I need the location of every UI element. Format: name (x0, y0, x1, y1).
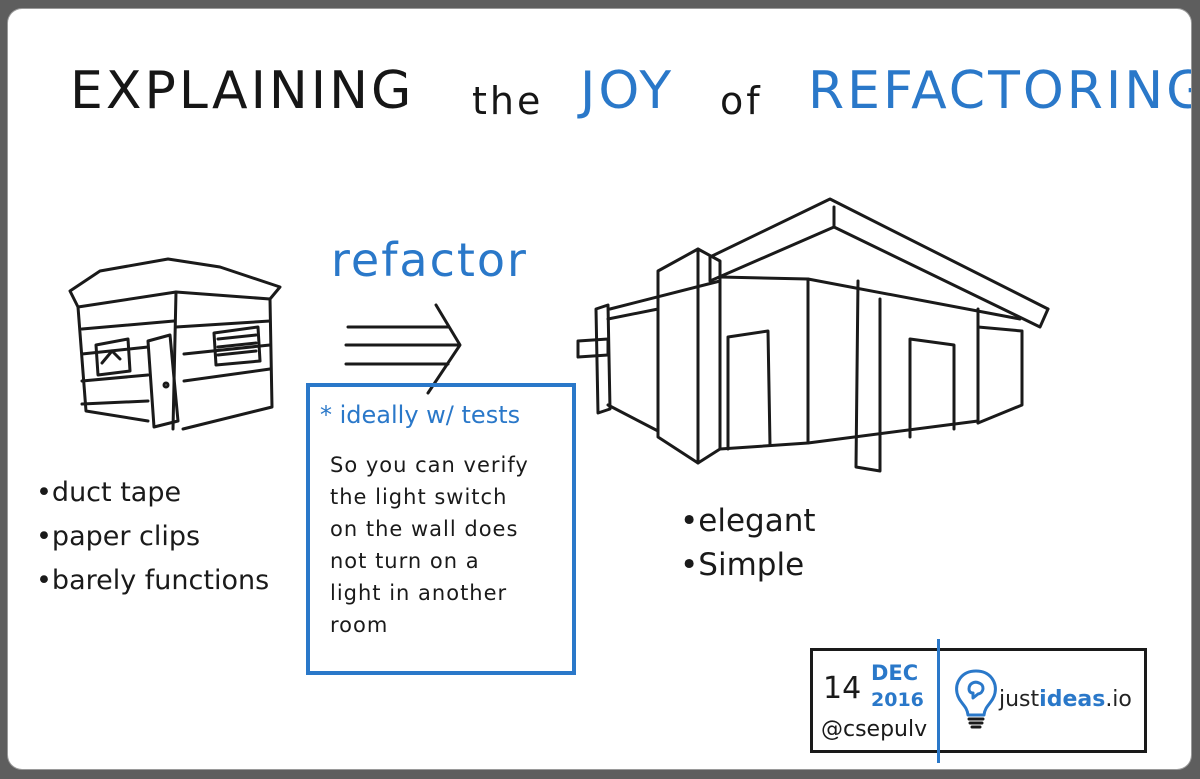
bullet-duct-tape: •duct tape (36, 477, 182, 508)
shack-bullets: •duct tape •paper clips •barely function… (36, 471, 269, 603)
page-title: EXPLAINING the JOY of REFACTORING (70, 61, 1191, 141)
note-line: on the wall does (330, 517, 519, 541)
title-part-explaining: EXPLAINING (70, 61, 415, 121)
note-line: light in another (330, 581, 508, 605)
note-line: not turn on a (330, 549, 480, 573)
author-handle: @csepulv (821, 717, 928, 742)
brand-prefix: just (999, 687, 1040, 712)
lightbulb-icon (955, 669, 997, 729)
note-line: So you can verify (330, 453, 529, 477)
bullet-barely-functions: •barely functions (36, 565, 270, 596)
stamp-divider (937, 639, 940, 763)
title-part-joy: JOY (580, 61, 675, 121)
note-body: So you can verify the light switch on th… (330, 449, 575, 641)
stamp-month: DEC (871, 661, 919, 685)
title-part-refactoring: REFACTORING (808, 61, 1191, 121)
title-part-of: of (720, 79, 763, 123)
bullet-simple: •Simple (680, 547, 805, 583)
stamp-day: 14 (823, 671, 862, 706)
note-line: room (330, 613, 389, 637)
shack-drawing (68, 257, 282, 431)
tests-note: * ideally w/ tests So you can verify the… (306, 383, 576, 675)
date-author-stamp: 14 DEC 2016 @csepulv justideas.io (810, 639, 1147, 763)
building-bullets: •elegant •Simple (680, 499, 816, 587)
brand-suffix: .io (1105, 687, 1132, 712)
note-heading: * ideally w/ tests (320, 401, 521, 429)
modern-building-drawing (576, 197, 1050, 473)
bullet-paper-clips: •paper clips (36, 521, 201, 552)
note-line: the light switch (330, 485, 508, 509)
refactor-arrow (344, 303, 462, 395)
title-part-the: the (472, 79, 544, 123)
refactor-label: refactor (331, 233, 528, 287)
stamp-year: 2016 (871, 689, 924, 711)
brand-logo-text: justideas.io (999, 687, 1132, 712)
brand-highlight: ideas (1039, 687, 1106, 712)
bullet-elegant: •elegant (680, 503, 816, 539)
sketchnote-card: EXPLAINING the JOY of REFACTORING refact… (8, 9, 1191, 769)
